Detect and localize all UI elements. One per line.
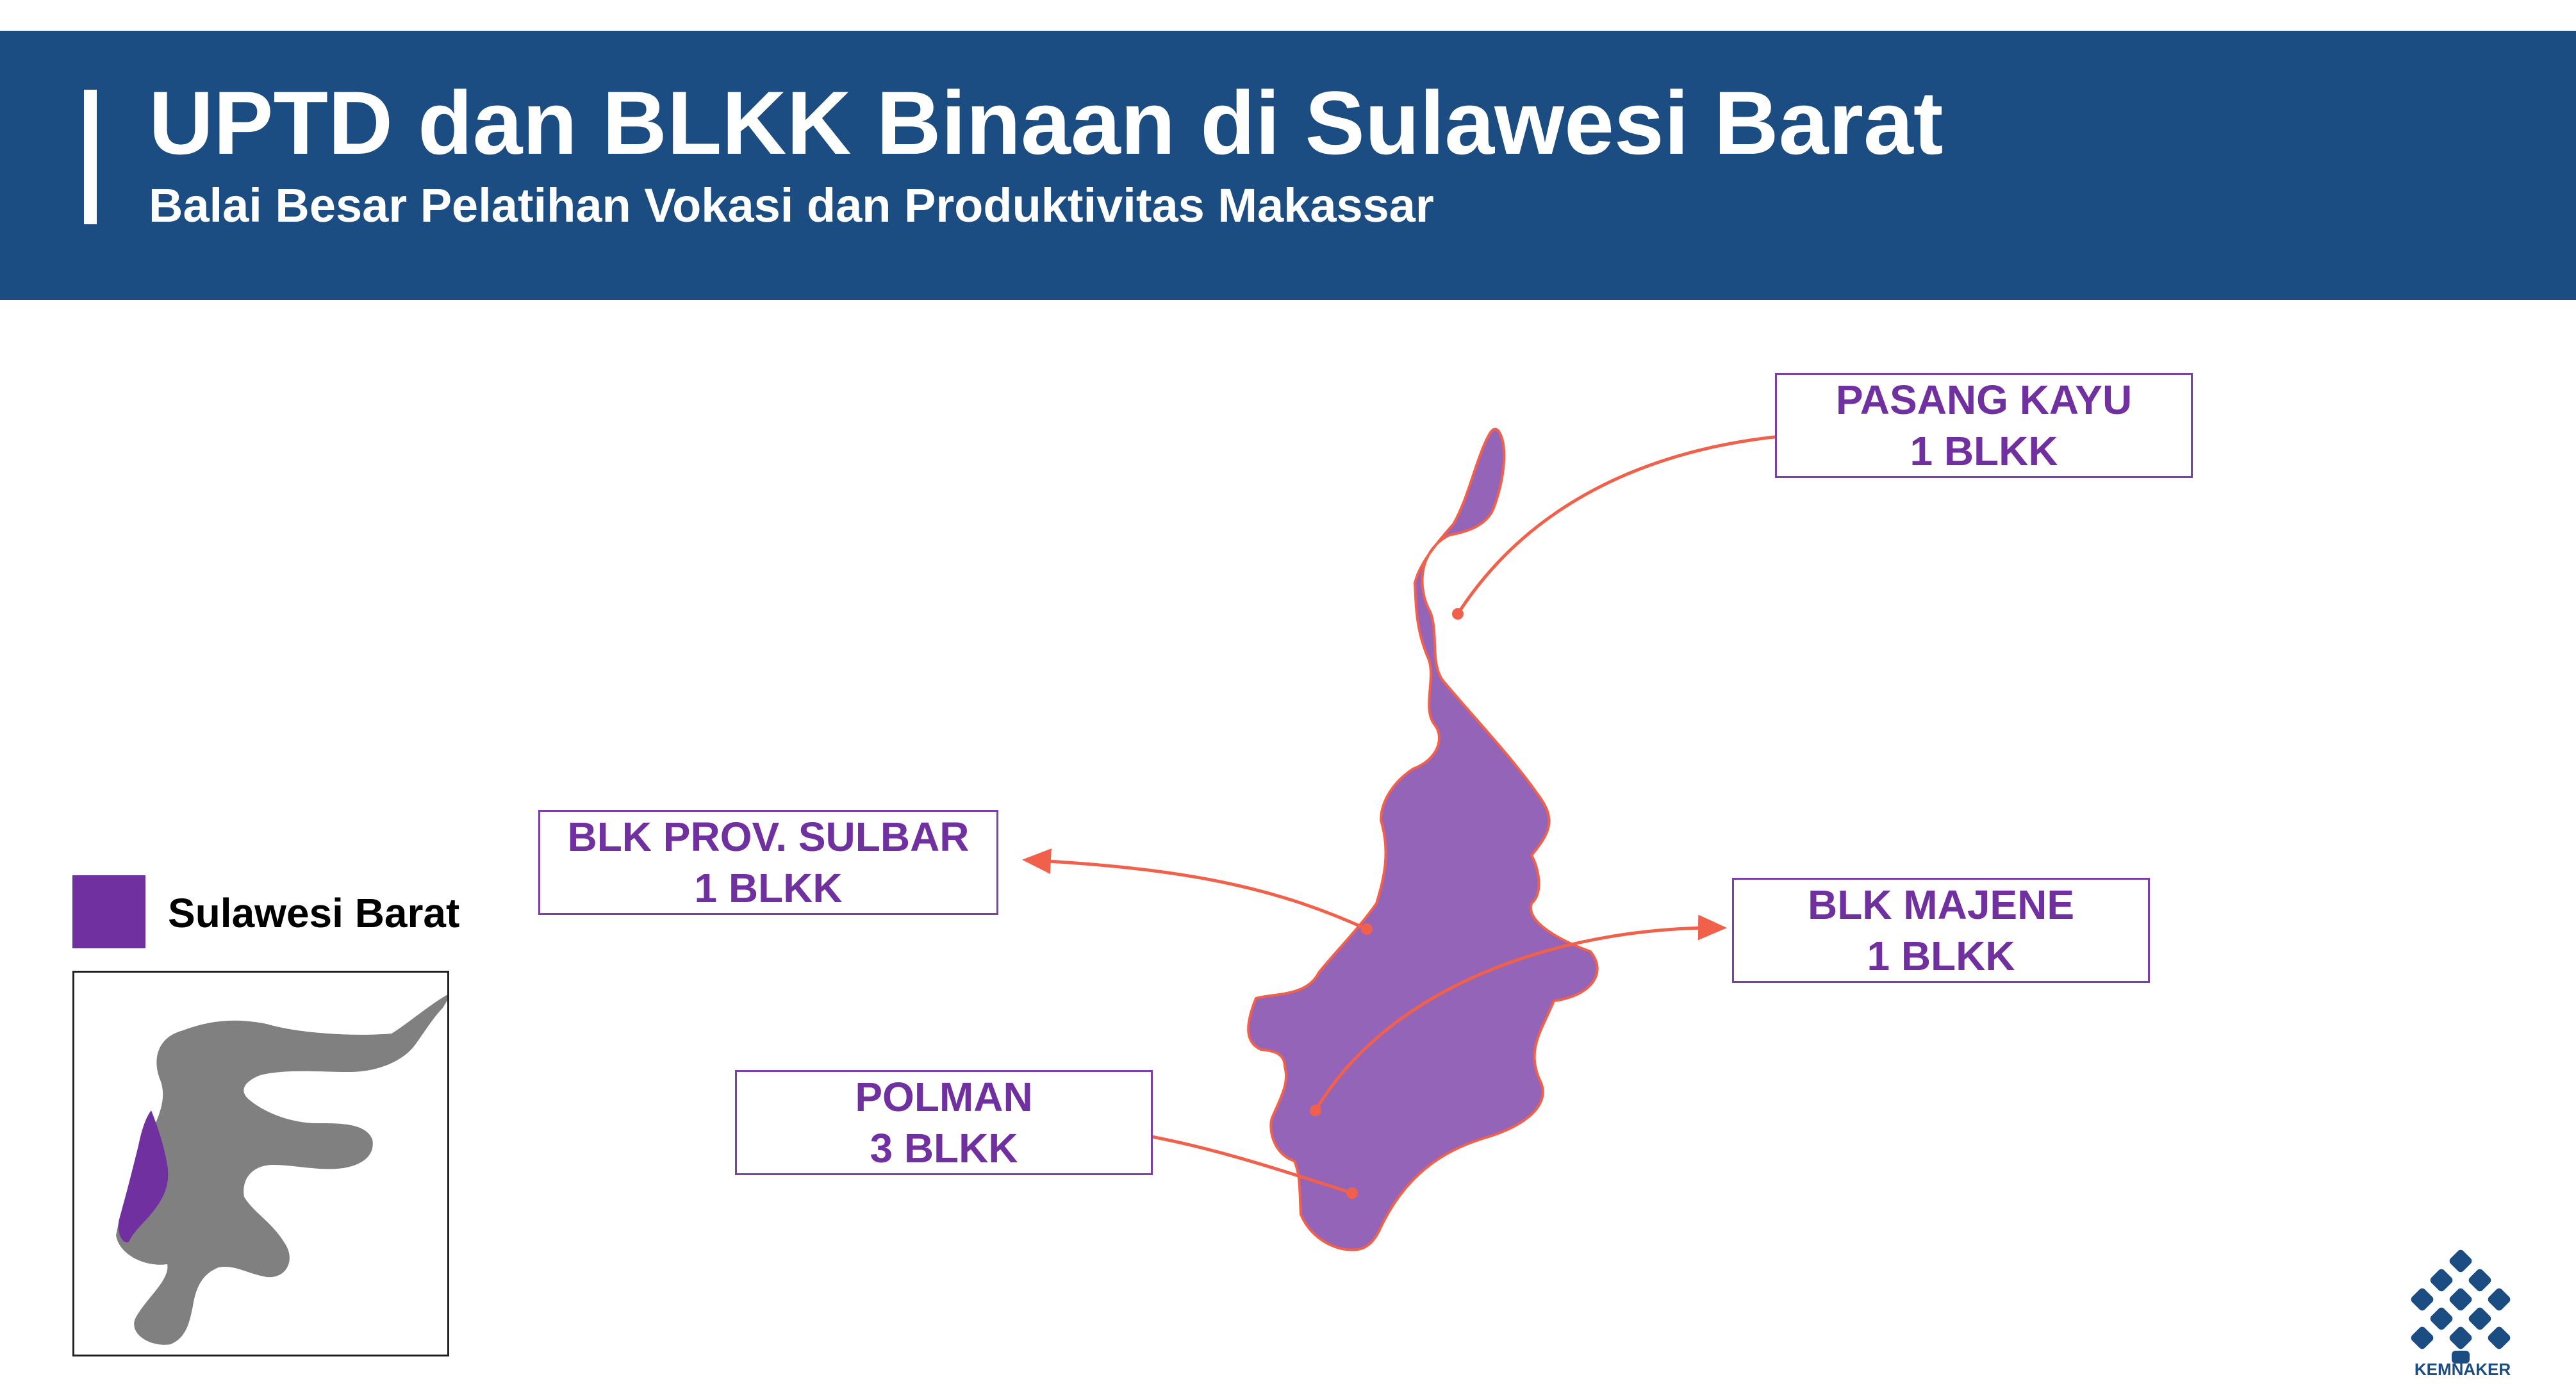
inset-sulbar-highlight (118, 1110, 169, 1242)
legend-label: Sulawesi Barat (168, 890, 460, 936)
inset-island-shape (116, 992, 452, 1345)
callout-dot-blk-majene (1310, 1105, 1321, 1116)
callout-dot-polman (1346, 1187, 1358, 1199)
page-title: UPTD dan BLKK Binaan di Sulawesi Barat (149, 72, 1944, 173)
header-accent-bar (84, 90, 97, 224)
inset-sulawesi-svg (116, 992, 452, 1345)
callout-box-pasang-kayu: PASANG KAYU 1 BLKK (1775, 373, 2193, 478)
callout-name: BLK PROV. SULBAR (567, 814, 970, 860)
legend-swatch (72, 875, 145, 948)
callout-count: 3 BLKK (870, 1125, 1018, 1171)
callout-dot-pasang-kayu (1452, 608, 1464, 620)
callout-name: PASANG KAYU (1835, 377, 2133, 423)
callout-box-polman: POLMAN 3 BLKK (735, 1070, 1153, 1175)
callout-count: 1 BLKK (694, 865, 843, 911)
page-subtitle: Balai Besar Pelatihan Vokasi dan Produkt… (149, 179, 1434, 232)
kemnaker-logo-icon (2411, 1249, 2511, 1364)
callout-count: 1 BLKK (1867, 933, 2015, 979)
callout-arrow-blk-prov-sulbar (1022, 848, 1368, 931)
callout-count: 1 BLKK (1910, 428, 2058, 474)
province-shape (1247, 427, 1599, 1251)
callout-dot-blk-prov-sulbar (1361, 923, 1373, 935)
callout-name: BLK MAJENE (1807, 882, 2075, 928)
header-banner (0, 31, 2576, 300)
inset-map (72, 971, 452, 1356)
callout-box-blk-prov-sulbar: BLK PROV. SULBAR 1 BLKK (538, 810, 998, 915)
callout-name: POLMAN (855, 1074, 1033, 1120)
callout-arrow-blk-majene (1314, 914, 1727, 1112)
kemnaker-logo-text: KEMNAKER (2414, 1360, 2511, 1379)
callout-box-blk-majene: BLK MAJENE 1 BLKK (1732, 878, 2150, 983)
